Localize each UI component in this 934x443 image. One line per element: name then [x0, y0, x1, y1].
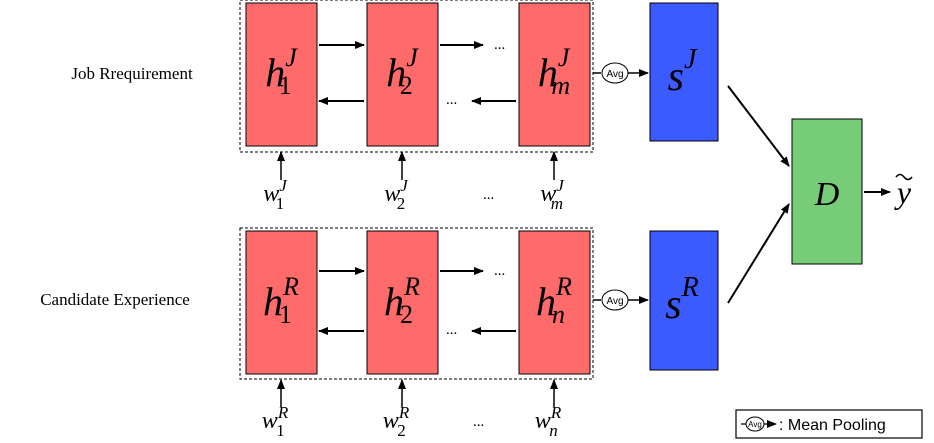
ellipsis: ... — [446, 92, 457, 108]
output-label: y — [894, 174, 912, 210]
candidate-encoder-frame — [239, 227, 594, 380]
hidden-state-box — [518, 2, 591, 147]
ellipsis: ... — [473, 414, 484, 430]
discriminator-box — [791, 118, 863, 265]
pooled-vector-label: sR — [665, 272, 698, 328]
pooled-vector-label: sJ — [668, 44, 698, 100]
row-label-job: Job Rrequirement — [71, 64, 193, 83]
ellipsis: ... — [494, 263, 505, 279]
hidden-state-box — [366, 2, 439, 147]
legend-avg-label: Avg — [748, 420, 762, 429]
legend-text: : Mean Pooling — [779, 417, 886, 434]
hidden-state-box — [366, 230, 439, 375]
hidden-state-box — [245, 2, 318, 147]
pooled-vector-box — [649, 2, 719, 142]
avg-pool-label: Avg — [606, 296, 623, 307]
hidden-state-box — [518, 230, 591, 375]
hidden-state-box — [245, 230, 318, 375]
pooled-vector-box — [649, 230, 719, 371]
avg-pool-label: Avg — [606, 69, 623, 80]
merge-arrow — [727, 203, 790, 304]
ellipsis: ... — [446, 322, 457, 338]
row-label-candidate: Candidate Experience — [40, 290, 190, 309]
merge-arrow — [727, 85, 790, 167]
ellipsis: ... — [494, 37, 505, 53]
discriminator-label: D — [814, 176, 840, 213]
job-encoder-frame — [239, 0, 594, 153]
ellipsis: ... — [483, 187, 494, 203]
tilde-mark — [895, 173, 913, 181]
